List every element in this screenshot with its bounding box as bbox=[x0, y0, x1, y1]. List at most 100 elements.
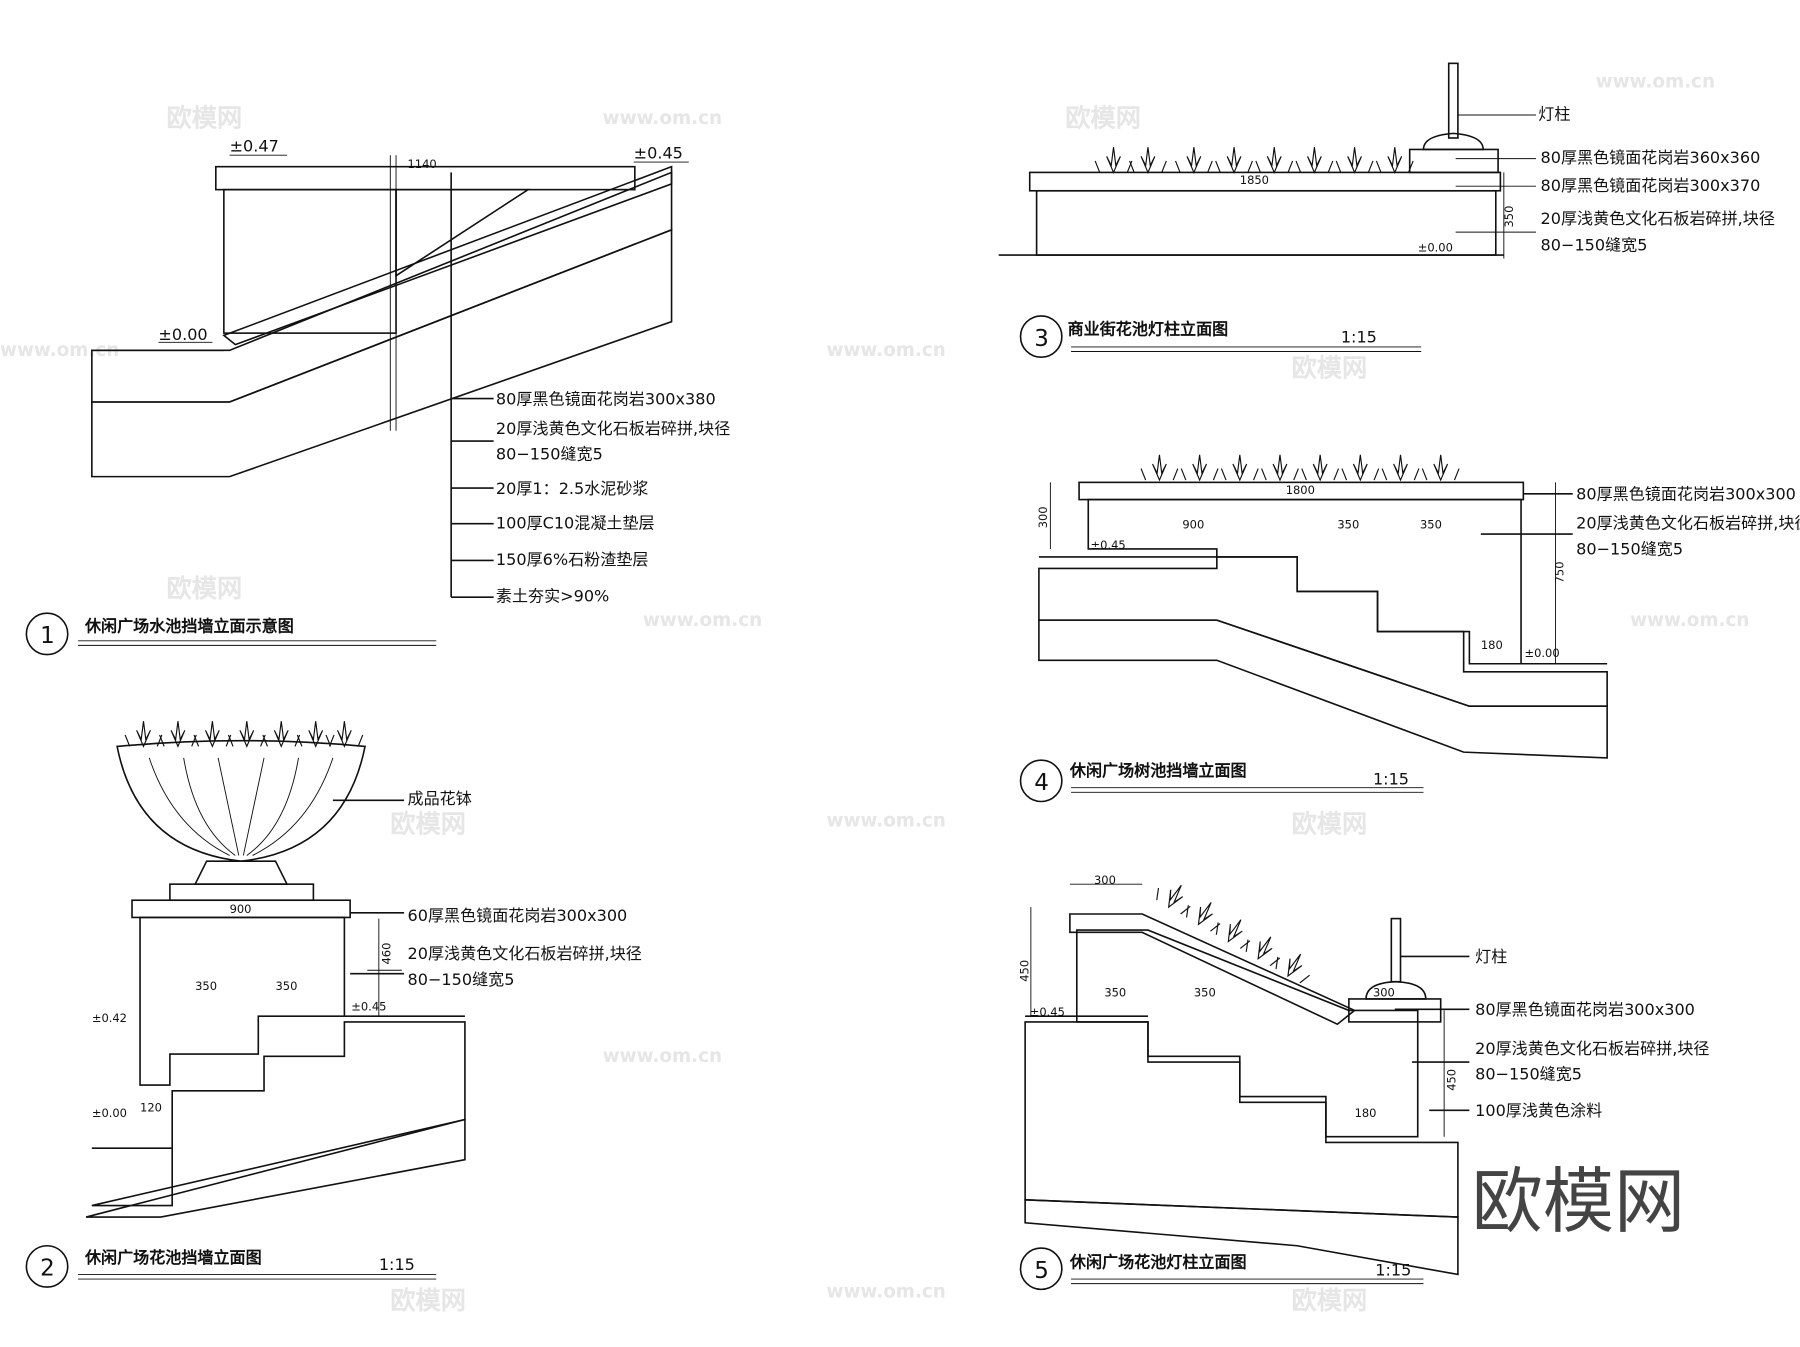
dimension-label: 450 bbox=[1445, 1069, 1459, 1091]
stone-wall bbox=[1087, 498, 1522, 665]
diagram-3-street-planter-lamp-elevation: 1850 350 ±0.00 灯柱 80厚黑色镜面花岗岩360x360 80厚黑… bbox=[998, 62, 1775, 359]
watermark-logo: 欧模网 bbox=[1291, 1286, 1367, 1315]
diagram-1-pool-wall-elevation: ±0.47 ±0.45 ±0.00 1140 80厚黑色镜面花岗岩300x380… bbox=[25, 137, 730, 656]
annotation: 80−150缝宽5 bbox=[496, 444, 603, 463]
watermark-logo: 欧模网 bbox=[390, 1286, 466, 1315]
watermark-url: www.om.cn bbox=[827, 811, 946, 832]
stone-wall bbox=[223, 188, 397, 334]
dimension-label: 180 bbox=[1481, 638, 1503, 652]
soil-layer bbox=[1024, 1199, 1459, 1276]
bowl-flutes bbox=[148, 757, 334, 856]
dimension-label: 350 bbox=[1104, 986, 1126, 1000]
watermarks: 欧模网 www.om.cn 欧模网 www.om.cn www.om.cn ww… bbox=[0, 71, 1749, 1314]
diagram-number-circle bbox=[25, 1244, 69, 1288]
annotation: 80−150缝宽5 bbox=[1475, 1064, 1582, 1083]
dimension-lines bbox=[1049, 482, 1556, 664]
elevation-marks bbox=[158, 154, 689, 343]
diagram-5-planter-lamp-elevation: 300 450 350 350 300 450 180 ±0.45 灯柱 80厚… bbox=[1018, 873, 1709, 1291]
gravel-layer bbox=[1038, 556, 1608, 708]
annotation: 80−150缝宽5 bbox=[1541, 235, 1648, 254]
dimension-label: 300 bbox=[1373, 986, 1395, 1000]
lamp-post bbox=[1447, 62, 1459, 139]
annotation: 80厚黑色镜面花岗岩360x360 bbox=[1541, 148, 1761, 167]
diagram-scale: 1:15 bbox=[1375, 1261, 1411, 1280]
title-underline bbox=[1071, 346, 1422, 352]
dimension-label: 350 bbox=[195, 979, 217, 993]
gravel-layer bbox=[91, 171, 673, 403]
annotation: 素土夯实>90% bbox=[496, 587, 609, 606]
elevation-label: ±0.00 bbox=[92, 1106, 127, 1120]
gravel-layer bbox=[1024, 1021, 1459, 1218]
diagram-number-circle bbox=[25, 612, 69, 656]
annotation: 80厚黑色镜面花岗岩300x300 bbox=[1576, 485, 1796, 504]
annotation: 20厚浅黄色文化石板岩碎拼,块径 bbox=[1475, 1039, 1709, 1058]
elevation-label: ±0.00 bbox=[158, 325, 207, 344]
dimension-label: 460 bbox=[379, 943, 393, 965]
title-underline bbox=[78, 1273, 437, 1280]
watermark-url: www.om.cn bbox=[1596, 71, 1715, 92]
watermark-logo: 欧模网 bbox=[1065, 103, 1141, 132]
dimension-label: 750 bbox=[1553, 561, 1567, 583]
lamp-base bbox=[1365, 980, 1427, 1000]
watermark-logo: 欧模网 bbox=[1291, 809, 1367, 838]
watermark-url: www.om.cn bbox=[603, 108, 722, 129]
annotation: 150厚6%石粉渣垫层 bbox=[496, 550, 649, 569]
annotation: 80厚黑色镜面花岗岩300x370 bbox=[1541, 176, 1761, 195]
elevation-label: ±0.45 bbox=[1091, 538, 1126, 552]
plants bbox=[1140, 454, 1460, 481]
annotation: 20厚浅黄色文化石板岩碎拼,块径 bbox=[496, 419, 730, 438]
diagram-scale: 1:15 bbox=[1373, 769, 1409, 788]
dimension-label: 900 bbox=[1182, 517, 1204, 531]
dimension-label: 1140 bbox=[408, 157, 437, 171]
diagram-number: 1 bbox=[40, 623, 55, 649]
diagram-title: 休闲广场花池灯柱立面图 bbox=[1069, 1253, 1247, 1272]
corner-watermark-logo: 欧模网 bbox=[1472, 1160, 1685, 1243]
dimension-label: 450 bbox=[1018, 960, 1032, 982]
bowl-stem bbox=[193, 860, 289, 885]
diagram-number-circle bbox=[1019, 759, 1063, 803]
title-underline bbox=[78, 640, 437, 646]
stone-wall-slope bbox=[395, 188, 531, 278]
diagram-2-planter-wall-elevation: 成品花钵 60厚黑色镜面花岗岩300x300 20厚浅黄色文化石板岩碎拼,块径 … bbox=[25, 720, 642, 1288]
mortar-layer bbox=[222, 165, 673, 346]
lamp-base bbox=[1422, 132, 1484, 151]
dimension-label: 350 bbox=[1420, 517, 1442, 531]
leader-lines bbox=[1394, 955, 1470, 1112]
dimension-label: 350 bbox=[276, 979, 298, 993]
diagram-scale: 1:15 bbox=[1341, 327, 1377, 346]
elevation-label: ±0.00 bbox=[1418, 241, 1453, 255]
dimension-line bbox=[367, 918, 402, 1017]
dimension-label: 1850 bbox=[1240, 173, 1269, 187]
diagram-scale: 1:15 bbox=[379, 1255, 415, 1274]
leader-lines bbox=[1455, 114, 1536, 259]
elevation-label: ±0.45 bbox=[1030, 1005, 1065, 1019]
diagram-4-tree-pit-wall-elevation: 1800 300 900 350 350 750 180 ±0.45 ±0.00… bbox=[1019, 454, 1800, 803]
diagram-title: 休闲广场花池挡墙立面图 bbox=[84, 1248, 262, 1267]
annotation: 20厚1：2.5水泥砂浆 bbox=[496, 479, 649, 498]
pipe bbox=[389, 155, 397, 431]
diagram-number-circle bbox=[1019, 1247, 1063, 1291]
ground-lines bbox=[1038, 556, 1608, 665]
diagram-number-circle bbox=[1019, 315, 1063, 359]
compacted-soil-layer bbox=[91, 228, 673, 478]
dimension-label: 350 bbox=[1502, 206, 1516, 228]
diagram-title: 休闲广场水池挡墙立面示意图 bbox=[84, 617, 294, 636]
annotation: 80厚黑色镜面花岗岩300x380 bbox=[496, 389, 716, 408]
diagram-number: 2 bbox=[40, 1256, 55, 1282]
title-underline bbox=[1071, 1278, 1424, 1285]
leader-lines bbox=[1480, 493, 1573, 535]
dimension-lines bbox=[1030, 883, 1445, 1137]
annotation: 灯柱 bbox=[1475, 947, 1507, 966]
sloped-granite-cap bbox=[1069, 913, 1357, 1026]
elevation-label: ±0.47 bbox=[230, 137, 279, 156]
watermark-url: www.om.cn bbox=[827, 340, 946, 361]
annotation: 60厚黑色镜面花岗岩300x300 bbox=[408, 906, 628, 925]
annotation: 20厚浅黄色文化石板岩碎拼,块径 bbox=[1576, 513, 1800, 532]
dimension-label: 350 bbox=[1194, 986, 1216, 1000]
dimension-label: 300 bbox=[1094, 873, 1116, 887]
watermark-logo: 欧模网 bbox=[166, 103, 242, 132]
annotation: 80厚黑色镜面花岗岩300x300 bbox=[1475, 1000, 1695, 1019]
annotation: 80−150缝宽5 bbox=[408, 970, 515, 989]
watermark-logo: 欧模网 bbox=[166, 574, 242, 603]
